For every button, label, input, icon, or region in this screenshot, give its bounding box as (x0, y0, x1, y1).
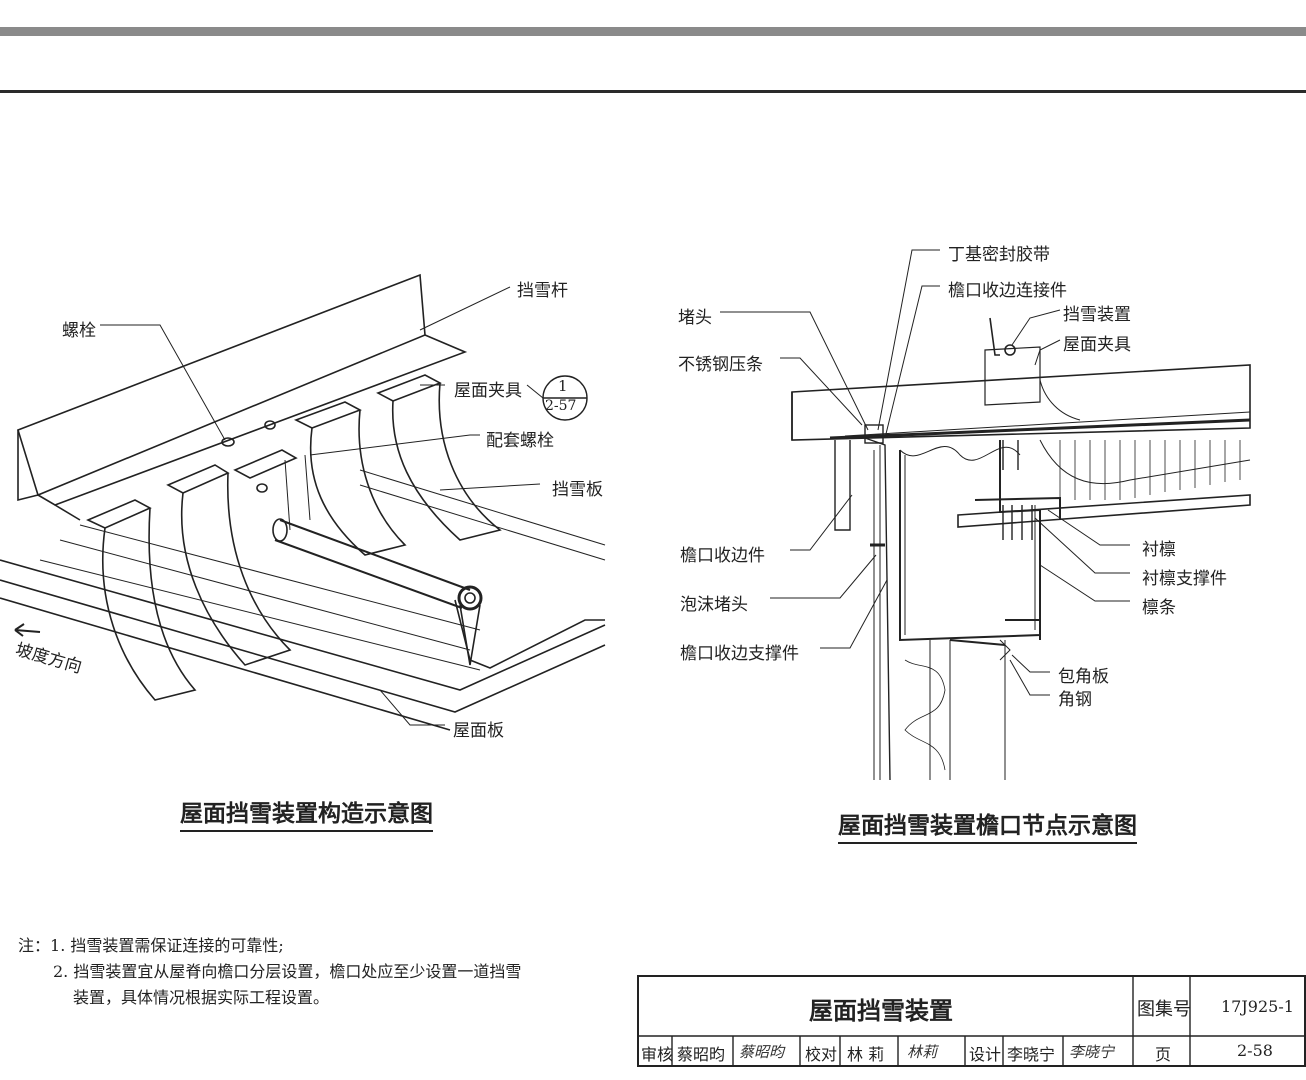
label-eave-trim: 檐口收边件 (680, 546, 765, 566)
right-diagram (720, 249, 1251, 781)
label-roof-clamp-right: 屋面夹具 (1063, 335, 1131, 355)
label-eave-support: 檐口收边支撑件 (680, 644, 799, 664)
title-block-grid (637, 975, 1306, 1067)
right-figure-caption: 屋面挡雪装置檐口节点示意图 (838, 806, 1137, 844)
label-matching-bolt: 配套螺栓 (486, 431, 554, 451)
label-plug: 堵头 (678, 308, 712, 328)
label-sub-purlin: 衬檩 (1142, 540, 1176, 560)
ref-circle-top: 1 (558, 377, 568, 395)
label-roof-clamp: 屋面夹具 (454, 381, 522, 401)
review-label: 审核 (641, 1045, 674, 1064)
note-line-2: 2. 挡雪装置宜从屋脊向檐口分层设置，檐口处应至少设置一道挡雪 (53, 962, 522, 981)
label-butyl-tape: 丁基密封胶带 (948, 245, 1050, 265)
top-border-bar (0, 27, 1306, 36)
label-snow-bar: 挡雪杆 (517, 281, 568, 301)
header-rule (0, 90, 1306, 93)
title-block: 屋面挡雪装置 图集号 17J925-1 审核 蔡昭昀 蔡昭昀 校对 林 莉 林莉… (637, 975, 1306, 1067)
label-angle-steel: 角钢 (1058, 690, 1092, 710)
notes: 注：1. 挡雪装置需保证连接的可靠性; 2. 挡雪装置宜从屋脊向檐口分层设置，檐… (18, 933, 618, 1011)
label-snow-plate: 挡雪板 (552, 480, 603, 500)
designer-name: 李晓宁 (1007, 1045, 1056, 1064)
note-line-1: 1. 挡雪装置需保证连接的可靠性; (50, 936, 284, 955)
atlas-number: 17J925-1 (1221, 997, 1294, 1016)
label-snow-device: 挡雪装置 (1063, 305, 1131, 325)
label-corner-board: 包角板 (1058, 667, 1109, 687)
checker-name: 林 莉 (847, 1045, 885, 1064)
reviewer-signature: 蔡昭昀 (739, 1043, 785, 1061)
atlas-label: 图集号 (1137, 999, 1191, 1020)
left-diagram (0, 273, 606, 731)
label-bolt: 螺栓 (62, 321, 96, 341)
reviewer-name: 蔡昭昀 (677, 1045, 726, 1064)
note-line-3: 装置，具体情况根据实际工程设置。 (73, 988, 330, 1007)
checker-signature: 林莉 (907, 1043, 938, 1061)
page-label: 页 (1155, 1045, 1172, 1064)
ref-circle-bottom: 2-57 (545, 398, 577, 414)
label-sub-purlin-support: 衬檩支撑件 (1142, 569, 1227, 589)
label-foam-plug: 泡沫堵头 (680, 595, 748, 615)
left-figure-caption: 屋面挡雪装置构造示意图 (180, 794, 433, 832)
label-purlin: 檩条 (1142, 598, 1176, 618)
notes-prefix: 注： (18, 936, 51, 955)
label-ss-strip: 不锈钢压条 (678, 355, 763, 375)
check-label: 校对 (805, 1045, 838, 1064)
design-label: 设计 (969, 1045, 1002, 1064)
drawing-title: 屋面挡雪装置 (809, 997, 953, 1025)
designer-signature: 李晓宁 (1069, 1043, 1115, 1061)
label-roof-panel: 屋面板 (453, 721, 504, 741)
label-eave-connector: 檐口收边连接件 (948, 281, 1067, 301)
page-number: 2-58 (1237, 1041, 1273, 1060)
